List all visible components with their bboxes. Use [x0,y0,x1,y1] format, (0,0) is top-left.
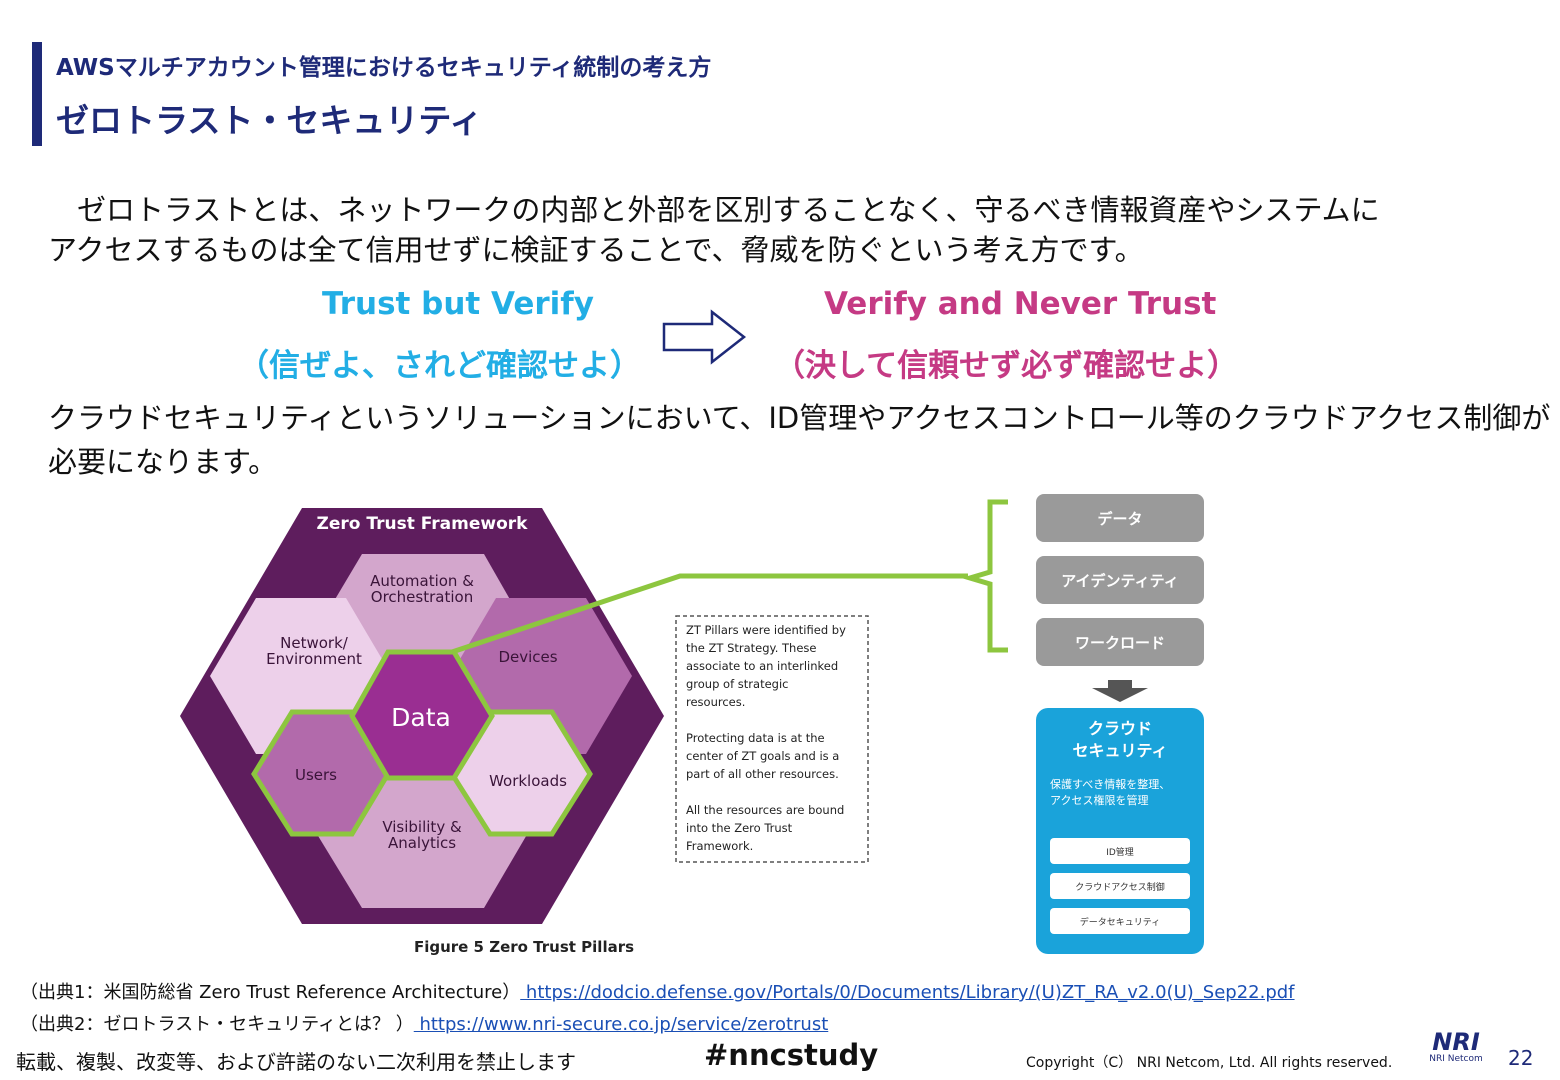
note-line: associate to an interlinked [686,659,838,673]
verify-never-trust: Verify and Never Trust [824,286,1217,322]
header-accent-bar [32,42,42,146]
source-2: （出典2：ゼロトラスト・セキュリティとは？ ） https://www.nri-… [20,1010,828,1036]
svg-text:Network/: Network/ [280,634,349,652]
note-text: ZT Pillars were identified by the ZT Stra… [686,623,846,853]
footer-hashtag: #nncstudy [704,1038,879,1072]
right-arrow-icon [662,309,747,365]
svg-text:Users: Users [295,766,337,784]
svg-text:Workloads: Workloads [489,772,567,790]
cloud-line-1: クラウドセキュリティというソリューションにおいて、ID管理やアクセスコントロール… [48,401,1551,435]
nri-logo: NRI NRI Netcom [1428,1030,1484,1064]
svg-text:Data: Data [391,703,451,732]
footer-notice: 転載、複製、改変等、および許諾のない二次利用を禁止します [16,1050,576,1074]
pillar-data-label: データ [1097,510,1142,528]
pillar-data-box [1036,494,1204,542]
intro-line-1: ゼロトラストとは、ネットワークの内部と外部を区別することなく、守るべき情報資産や… [48,193,1380,227]
source-1-link[interactable]: https://dodcio.defense.gov/Portals/0/Doc… [520,982,1295,1003]
source-1: （出典1：米国防総省 Zero Trust Reference Architec… [20,978,1295,1004]
note-line: the ZT Strategy. These [686,641,817,655]
zero-trust-diagram: Zero Trust Framework Automation & Orches… [180,494,1204,956]
framework-title: Zero Trust Framework [317,514,529,534]
figure-caption: Figure 5 Zero Trust Pillars [414,938,634,956]
pillar-workload-label: ワークロード [1075,634,1165,652]
svg-text:Devices: Devices [498,648,557,666]
trust-but-verify-ja: （信ぜよ、されど確認せよ） [238,348,641,384]
svg-text:クラウド: クラウド [1088,719,1152,738]
nri-logo-mark: NRI [1432,1028,1480,1056]
svg-text:アクセス権限を管理: アクセス権限を管理 [1050,793,1148,807]
nri-logo-text: NRI Netcom [1429,1054,1483,1064]
source-2-link[interactable]: https://www.nri-secure.co.jp/service/zer… [413,1014,829,1035]
pillars-brace [961,499,1008,653]
svg-text:セキュリティ: セキュリティ [1072,741,1167,760]
note-line: ZT Pillars were identified by [686,623,846,637]
note-line: into the Zero Trust [686,821,793,835]
verify-never-trust-ja: （決して信頼せず必ず確認せよ） [774,348,1239,384]
footer-copyright: Copyright（C） NRI Netcom, Ltd. All rights… [1026,1055,1393,1071]
slide-subtitle: AWSマルチアカウント管理におけるセキュリティ統制の考え方 [56,55,712,81]
cloud-item-access: クラウドアクセス制御 [1075,881,1165,893]
svg-text:Environment: Environment [266,650,362,668]
svg-text:Orchestration: Orchestration [371,588,473,606]
note-line: part of all other resources. [686,767,839,781]
note-line: center of ZT goals and is a [686,749,839,763]
down-arrow-icon [1092,680,1148,702]
trust-but-verify: Trust but Verify [322,286,594,322]
page-number: 22 [1508,1046,1534,1070]
svg-text:Automation &: Automation & [370,572,474,590]
slide-title: ゼロトラスト・セキュリティ [56,101,483,140]
svg-text:Visibility &: Visibility & [382,818,462,836]
source-2-label: （出典2：ゼロトラスト・セキュリティとは？ ） [20,1014,414,1035]
svg-text:Analytics: Analytics [388,834,456,852]
pillar-identity-box [1036,556,1204,604]
note-line: Protecting data is at the [686,731,825,745]
intro-line-2: アクセスするものは全て信用せずに検証することで、脅威を防ぐという考え方です。 [48,233,1144,267]
pillar-identity-label: アイデンティティ [1061,572,1178,590]
note-line: resources. [686,695,745,709]
connector-line [451,573,968,655]
cloud-item-id: ID管理 [1106,846,1134,858]
pillar-workload-box [1036,618,1204,666]
cloud-line-2: 必要になります。 [48,445,278,479]
note-box [675,615,869,863]
svg-text:保護すべき情報を整理、: 保護すべき情報を整理、 [1050,777,1170,791]
note-line: All the resources are bound [686,803,844,817]
note-line: group of strategic [686,677,788,691]
source-1-label: （出典1：米国防総省 Zero Trust Reference Architec… [20,982,521,1003]
cloud-item-datasec: データセキュリティ [1080,916,1160,928]
note-line: Framework. [686,839,753,853]
